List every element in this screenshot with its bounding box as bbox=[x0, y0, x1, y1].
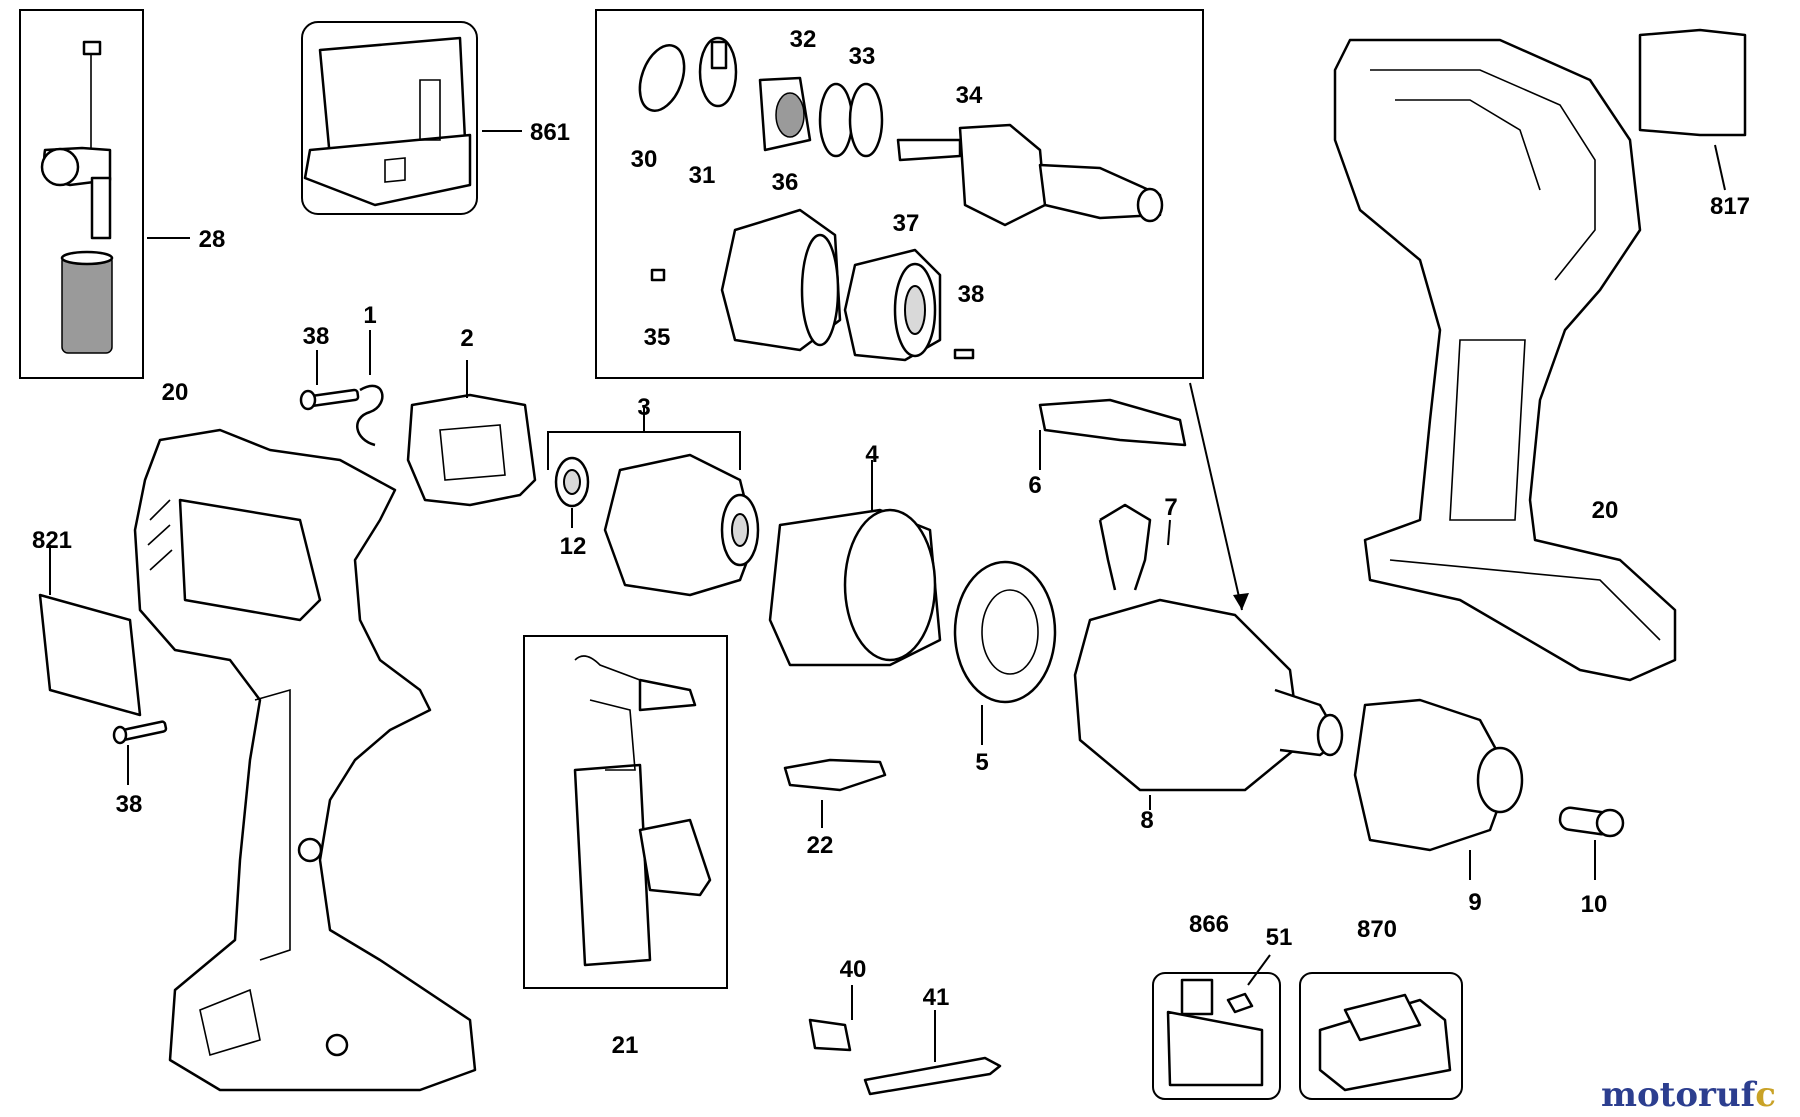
plate-part-2 bbox=[406, 393, 537, 507]
label-9: 9 bbox=[1468, 889, 1481, 916]
label-32: 32 bbox=[790, 26, 817, 53]
case-box-861 bbox=[301, 21, 478, 215]
cover-part-6 bbox=[1038, 398, 1187, 447]
label-35: 35 bbox=[644, 324, 671, 351]
label-20-left: 20 bbox=[162, 379, 189, 406]
label-2: 2 bbox=[460, 325, 473, 352]
label-40: 40 bbox=[840, 956, 867, 983]
label-38-gear: 38 bbox=[958, 281, 985, 308]
motor-part-3 bbox=[603, 453, 760, 597]
accessory-box-28 bbox=[19, 9, 144, 379]
label-part-821 bbox=[38, 593, 142, 717]
gearbox-detail-box bbox=[595, 9, 1204, 379]
gearbox-detail-parts bbox=[638, 36, 1164, 362]
watermark-text: motoruf bbox=[1601, 1075, 1756, 1115]
screw-38-left bbox=[112, 720, 168, 745]
label-861: 861 bbox=[530, 119, 570, 146]
screw-38-top bbox=[299, 388, 360, 411]
label-1: 1 bbox=[363, 302, 376, 329]
contact-part-51 bbox=[1226, 992, 1254, 1014]
label-36: 36 bbox=[772, 169, 799, 196]
label-34: 34 bbox=[956, 82, 983, 109]
label-22: 22 bbox=[807, 832, 834, 859]
screw-part-10 bbox=[1558, 806, 1625, 838]
label-4: 4 bbox=[865, 441, 879, 468]
callout-labels: 1 2 3 4 5 6 7 8 9 10 12 20 20 21 22 28 3… bbox=[32, 26, 1750, 1059]
spring-part-7 bbox=[1098, 503, 1152, 591]
bit-part-41 bbox=[863, 1056, 1002, 1096]
label-38-left: 38 bbox=[116, 791, 143, 818]
label-5: 5 bbox=[975, 749, 988, 776]
label-10: 10 bbox=[1581, 891, 1608, 918]
plate-part-5 bbox=[953, 560, 1057, 704]
gearbox-part-8 bbox=[1073, 598, 1344, 792]
switch-part-21 bbox=[573, 655, 712, 967]
clip-part-1 bbox=[356, 384, 384, 447]
label-21: 21 bbox=[612, 1032, 639, 1059]
watermark-logo: motorufc bbox=[1601, 1075, 1776, 1115]
carry-case-part bbox=[303, 36, 472, 207]
lever-part-22 bbox=[783, 758, 887, 792]
label-33: 33 bbox=[849, 43, 876, 70]
label-6: 6 bbox=[1028, 472, 1041, 499]
watermark-suffix: c bbox=[1755, 1075, 1776, 1115]
label-817: 817 bbox=[1710, 193, 1750, 220]
left-housing-part bbox=[133, 428, 477, 1092]
clip-part-40 bbox=[808, 1018, 852, 1052]
label-30: 30 bbox=[631, 146, 658, 173]
ring-part-4 bbox=[768, 508, 942, 667]
label-51: 51 bbox=[1266, 924, 1293, 951]
battery-part-866 bbox=[1166, 978, 1264, 1087]
label-38-top: 38 bbox=[303, 323, 330, 350]
label-28: 28 bbox=[199, 226, 226, 253]
label-821: 821 bbox=[32, 527, 72, 554]
label-20-right: 20 bbox=[1592, 497, 1619, 524]
label-31: 31 bbox=[689, 162, 716, 189]
label-3: 3 bbox=[637, 394, 650, 421]
right-housing-part bbox=[1333, 38, 1677, 682]
label-8: 8 bbox=[1140, 807, 1153, 834]
label-part-817 bbox=[1638, 28, 1747, 137]
charger-box-870 bbox=[1299, 972, 1463, 1100]
side-handle-part bbox=[40, 40, 114, 354]
label-12: 12 bbox=[560, 533, 587, 560]
label-41: 41 bbox=[923, 984, 950, 1011]
chuck-part-9 bbox=[1353, 698, 1524, 852]
charger-part-870 bbox=[1318, 993, 1452, 1092]
switch-box-21 bbox=[523, 635, 728, 989]
label-870: 870 bbox=[1357, 916, 1397, 943]
label-37: 37 bbox=[893, 210, 920, 237]
label-7: 7 bbox=[1164, 494, 1177, 521]
label-866: 866 bbox=[1189, 911, 1229, 938]
battery-box-866 bbox=[1152, 972, 1281, 1100]
